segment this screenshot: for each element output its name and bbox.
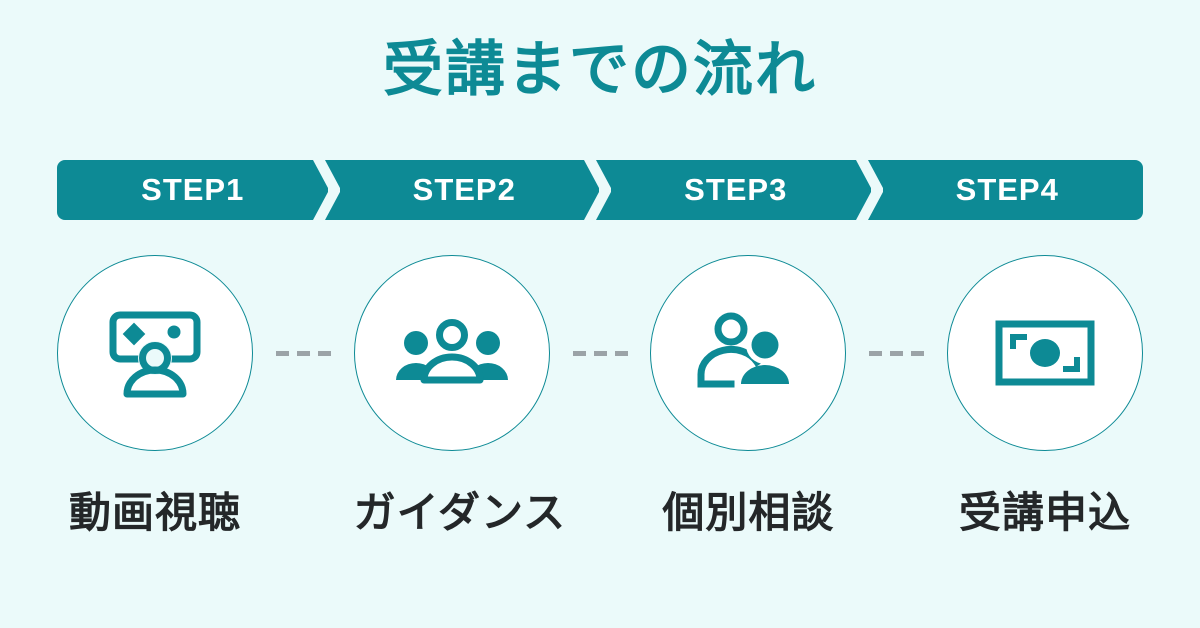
step-icon-circle-4[interactable]	[947, 255, 1144, 451]
step-segment-1[interactable]: STEP1	[57, 160, 340, 220]
dash	[317, 350, 331, 356]
dash	[614, 350, 628, 356]
banknote-icon	[995, 320, 1095, 386]
connector-dashes-3	[846, 350, 947, 356]
step-caption-1: 動画視聴	[68, 489, 241, 536]
step-segment-3[interactable]: STEP3	[600, 160, 883, 220]
dash	[593, 350, 607, 356]
step-bar: STEP1 STEP2 STEP3 STEP4	[57, 160, 1143, 220]
step-icon-circle-3[interactable]	[650, 255, 847, 451]
dash	[275, 350, 289, 356]
dash	[869, 350, 883, 356]
dash	[572, 350, 586, 356]
connector-dashes-2	[550, 350, 651, 356]
step-icon-circle-2[interactable]	[353, 255, 550, 451]
dash	[890, 350, 904, 356]
step-caption-4: 受講申込	[959, 489, 1132, 536]
step-icon-circle-1[interactable]	[57, 255, 253, 451]
two-people-consultation-icon	[697, 312, 794, 388]
step-segment-4[interactable]: STEP4	[872, 160, 1144, 220]
connector-dashes-1	[253, 350, 354, 356]
step-badge-label: STEP3	[684, 172, 788, 207]
dash	[911, 350, 925, 356]
step-caption-2: ガイダンス	[353, 489, 567, 536]
group-of-people-icon	[395, 315, 508, 384]
step-caption-3: 個別相談	[662, 489, 835, 536]
step-segment-2[interactable]: STEP2	[329, 160, 611, 220]
step-badge-label: STEP1	[141, 172, 245, 207]
step-badge-label: STEP4	[955, 172, 1059, 207]
dash	[296, 350, 310, 356]
step-caption-row: 動画視聴 ガイダンス 個別相談 受講申込	[57, 478, 1143, 548]
step-icon-row	[57, 255, 1144, 451]
page-title: 受講までの流れ	[383, 36, 817, 103]
step-badge-label: STEP2	[412, 172, 516, 207]
video-watching-icon	[109, 311, 201, 398]
